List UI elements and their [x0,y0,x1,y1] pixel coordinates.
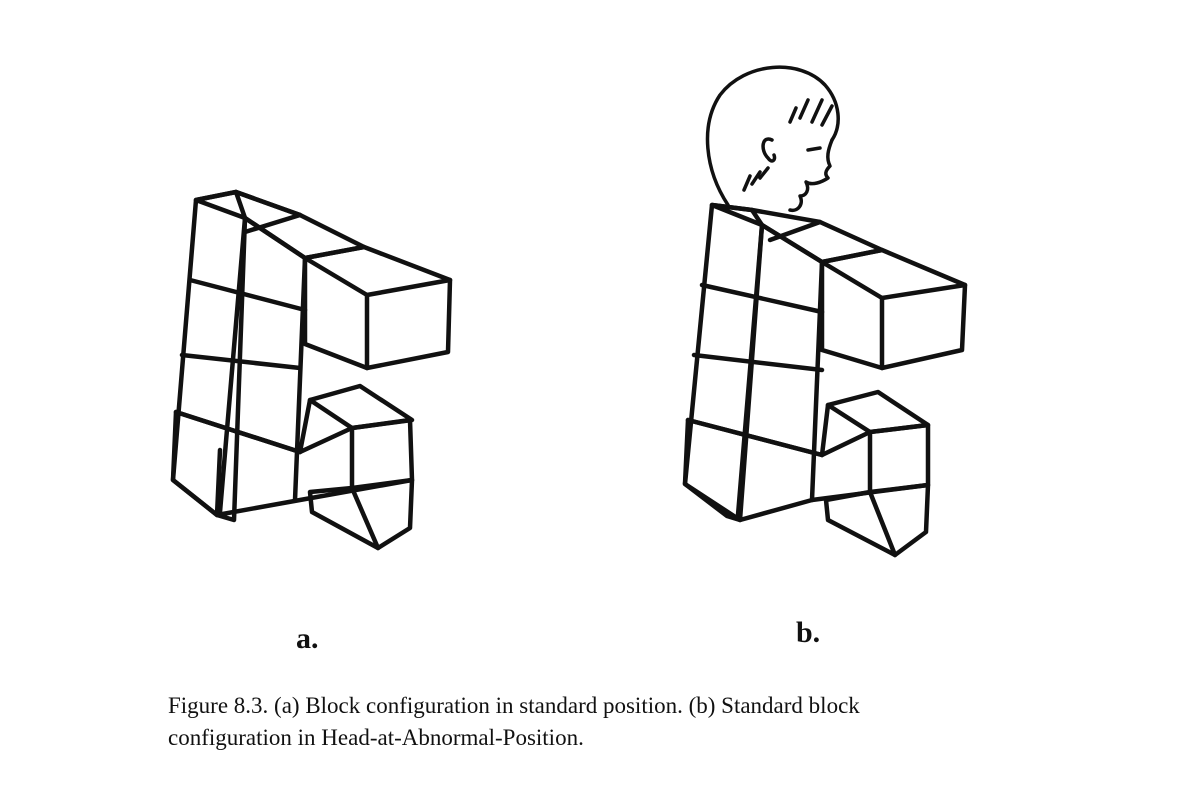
face-profile [788,138,834,213]
panel-label-b: b. [796,616,821,649]
head-outline [705,65,840,207]
bottom-bar-b [682,417,931,523]
head-drawing [705,65,840,213]
bottom-bar-a [170,409,415,518]
hair-line [742,166,770,192]
caption-line-2: configuration in Head-at-Abnormal-Positi… [168,725,584,750]
bottom-cube-top-b [825,389,931,435]
block-configuration-b [682,202,968,558]
figure-caption: Figure 8.3. (a) Block configuration in s… [168,690,1068,754]
top-bar-end-cube-b [819,247,968,371]
top-bar-face-a [193,189,367,261]
top-bar-end-cube-a [302,244,453,371]
block-configuration-a [170,189,453,551]
caption-line-1: Figure 8.3. (a) Block configuration in s… [168,693,860,718]
hair-fringe [788,98,834,127]
hanging-cube-b [823,482,931,558]
ear [761,137,777,163]
bottom-cube-top-a [307,383,415,431]
panel-label-a: a. [296,622,319,655]
eye [806,146,822,152]
